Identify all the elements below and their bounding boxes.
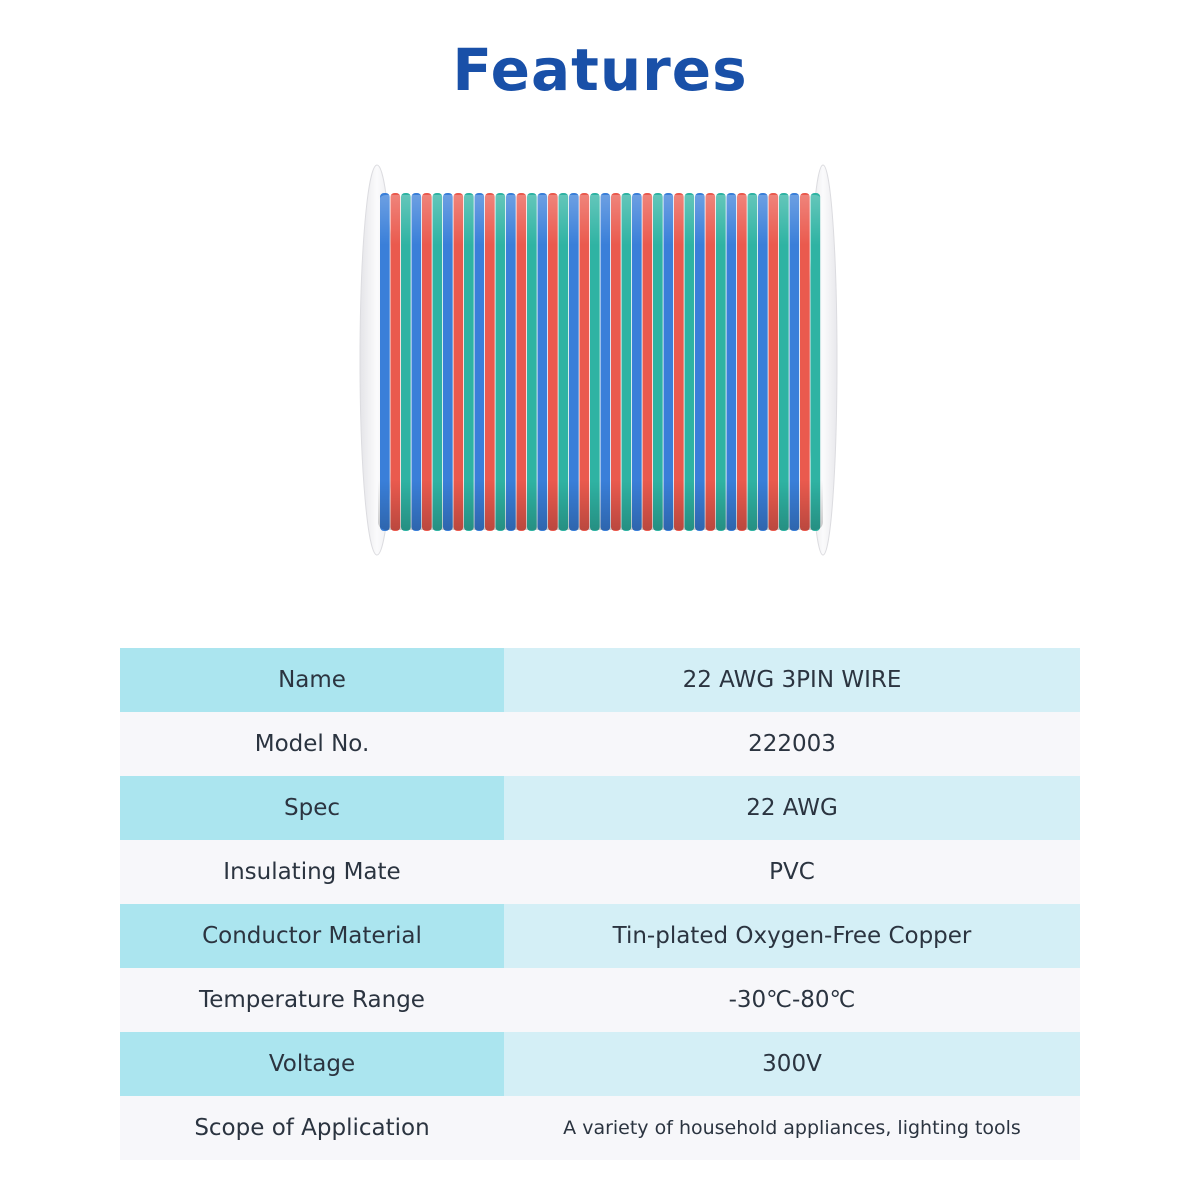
spec-value: 222003 <box>504 712 1080 776</box>
spec-label: Name <box>120 648 504 712</box>
table-row: Voltage 300V <box>120 1032 1080 1096</box>
spec-value: -30℃-80℃ <box>504 968 1080 1032</box>
spec-label: Model No. <box>120 712 504 776</box>
spec-value: 300V <box>504 1032 1080 1096</box>
spec-value: Tin-plated Oxygen-Free Copper <box>504 904 1080 968</box>
spec-value: PVC <box>504 840 1080 904</box>
spec-label: Scope of Application <box>120 1096 504 1160</box>
page-title: Features <box>452 36 748 104</box>
spec-label: Conductor Material <box>120 904 504 968</box>
spec-label: Spec <box>120 776 504 840</box>
wire-spool-icon <box>359 164 838 556</box>
spec-label: Insulating Mate <box>120 840 504 904</box>
table-row: Name 22 AWG 3PIN WIRE <box>120 648 1080 712</box>
spec-label: Voltage <box>120 1032 504 1096</box>
table-row: Scope of Application A variety of househ… <box>120 1096 1080 1160</box>
spec-label: Temperature Range <box>120 968 504 1032</box>
spec-table: Name 22 AWG 3PIN WIRE Model No. 222003 S… <box>120 648 1080 1160</box>
table-row: Insulating Mate PVC <box>120 840 1080 904</box>
table-row: Spec 22 AWG <box>120 776 1080 840</box>
spec-value: A variety of household appliances, light… <box>504 1096 1080 1160</box>
spec-value: 22 AWG 3PIN WIRE <box>504 648 1080 712</box>
table-row: Conductor Material Tin-plated Oxygen-Fre… <box>120 904 1080 968</box>
table-row: Temperature Range -30℃-80℃ <box>120 968 1080 1032</box>
spec-value: 22 AWG <box>504 776 1080 840</box>
table-row: Model No. 222003 <box>120 712 1080 776</box>
wire-spool-image <box>350 155 850 565</box>
